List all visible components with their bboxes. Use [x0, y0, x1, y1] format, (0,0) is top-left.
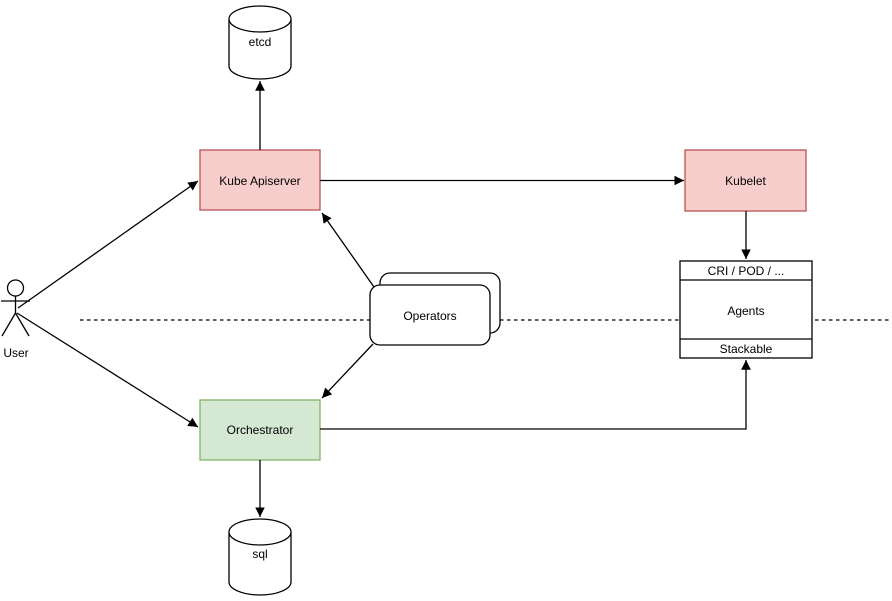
- etcd-cylinder: etcd: [228, 5, 292, 80]
- stackable-row-label: Stackable: [720, 342, 773, 356]
- sql-label: sql: [252, 547, 267, 561]
- orchestrator-node: Orchestrator: [199, 399, 321, 461]
- etcd-label: etcd: [249, 35, 272, 49]
- kube-apiserver-node: Kube Apiserver: [199, 149, 321, 211]
- kube-apiserver-label: Kube Apiserver: [219, 174, 300, 188]
- edge-orchestrator-to-stackable: [320, 360, 751, 430]
- agents-stack-node: CRI / POD / ... Agents Stackable: [679, 260, 813, 359]
- agents-stack-outline: [679, 260, 813, 359]
- operators-node: Operators: [369, 272, 501, 346]
- actor-head: [6, 279, 25, 297]
- orchestrator-label: Orchestrator: [227, 423, 294, 437]
- cri-pod-row-label: CRI / POD / ...: [708, 264, 785, 278]
- operators-front-card: [369, 284, 491, 346]
- user-label: User: [3, 346, 28, 360]
- sql-cylinder: sql: [228, 518, 292, 596]
- kubelet-box: [684, 149, 807, 212]
- sql-cylinder-rim: [228, 531, 292, 546]
- kubelet-label: Kubelet: [725, 174, 766, 188]
- kubelet-node: Kubelet: [684, 149, 807, 212]
- edge-operators-to-apiserver: [321, 212, 375, 288]
- agents-row-label: Agents: [727, 304, 764, 318]
- edge-user-to-apiserver: [17, 180, 199, 309]
- actor-body: [1, 296, 30, 337]
- user-actor: User: [1, 279, 30, 360]
- edge-user-to-orchestrator: [16, 312, 199, 428]
- edge-operators-to-orchestrator: [321, 343, 374, 399]
- operators-label: Operators: [403, 309, 456, 323]
- etcd-cylinder-rim: [228, 18, 292, 33]
